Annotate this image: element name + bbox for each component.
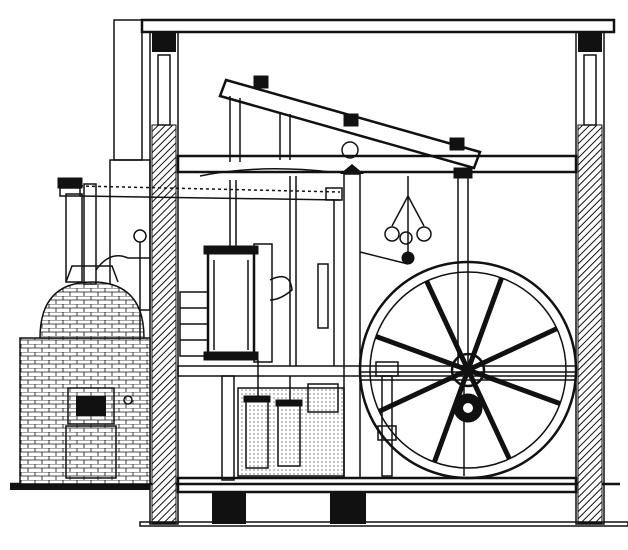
governor: [359, 176, 432, 265]
boiler: [19, 177, 151, 485]
ground: [10, 482, 620, 490]
chimney: [109, 19, 151, 311]
flywheel: [358, 260, 578, 480]
beam: [199, 75, 482, 479]
condenser: [221, 360, 345, 481]
cylinder: [179, 176, 329, 366]
steam-pipe: [79, 185, 341, 201]
building-frame: [139, 18, 628, 527]
